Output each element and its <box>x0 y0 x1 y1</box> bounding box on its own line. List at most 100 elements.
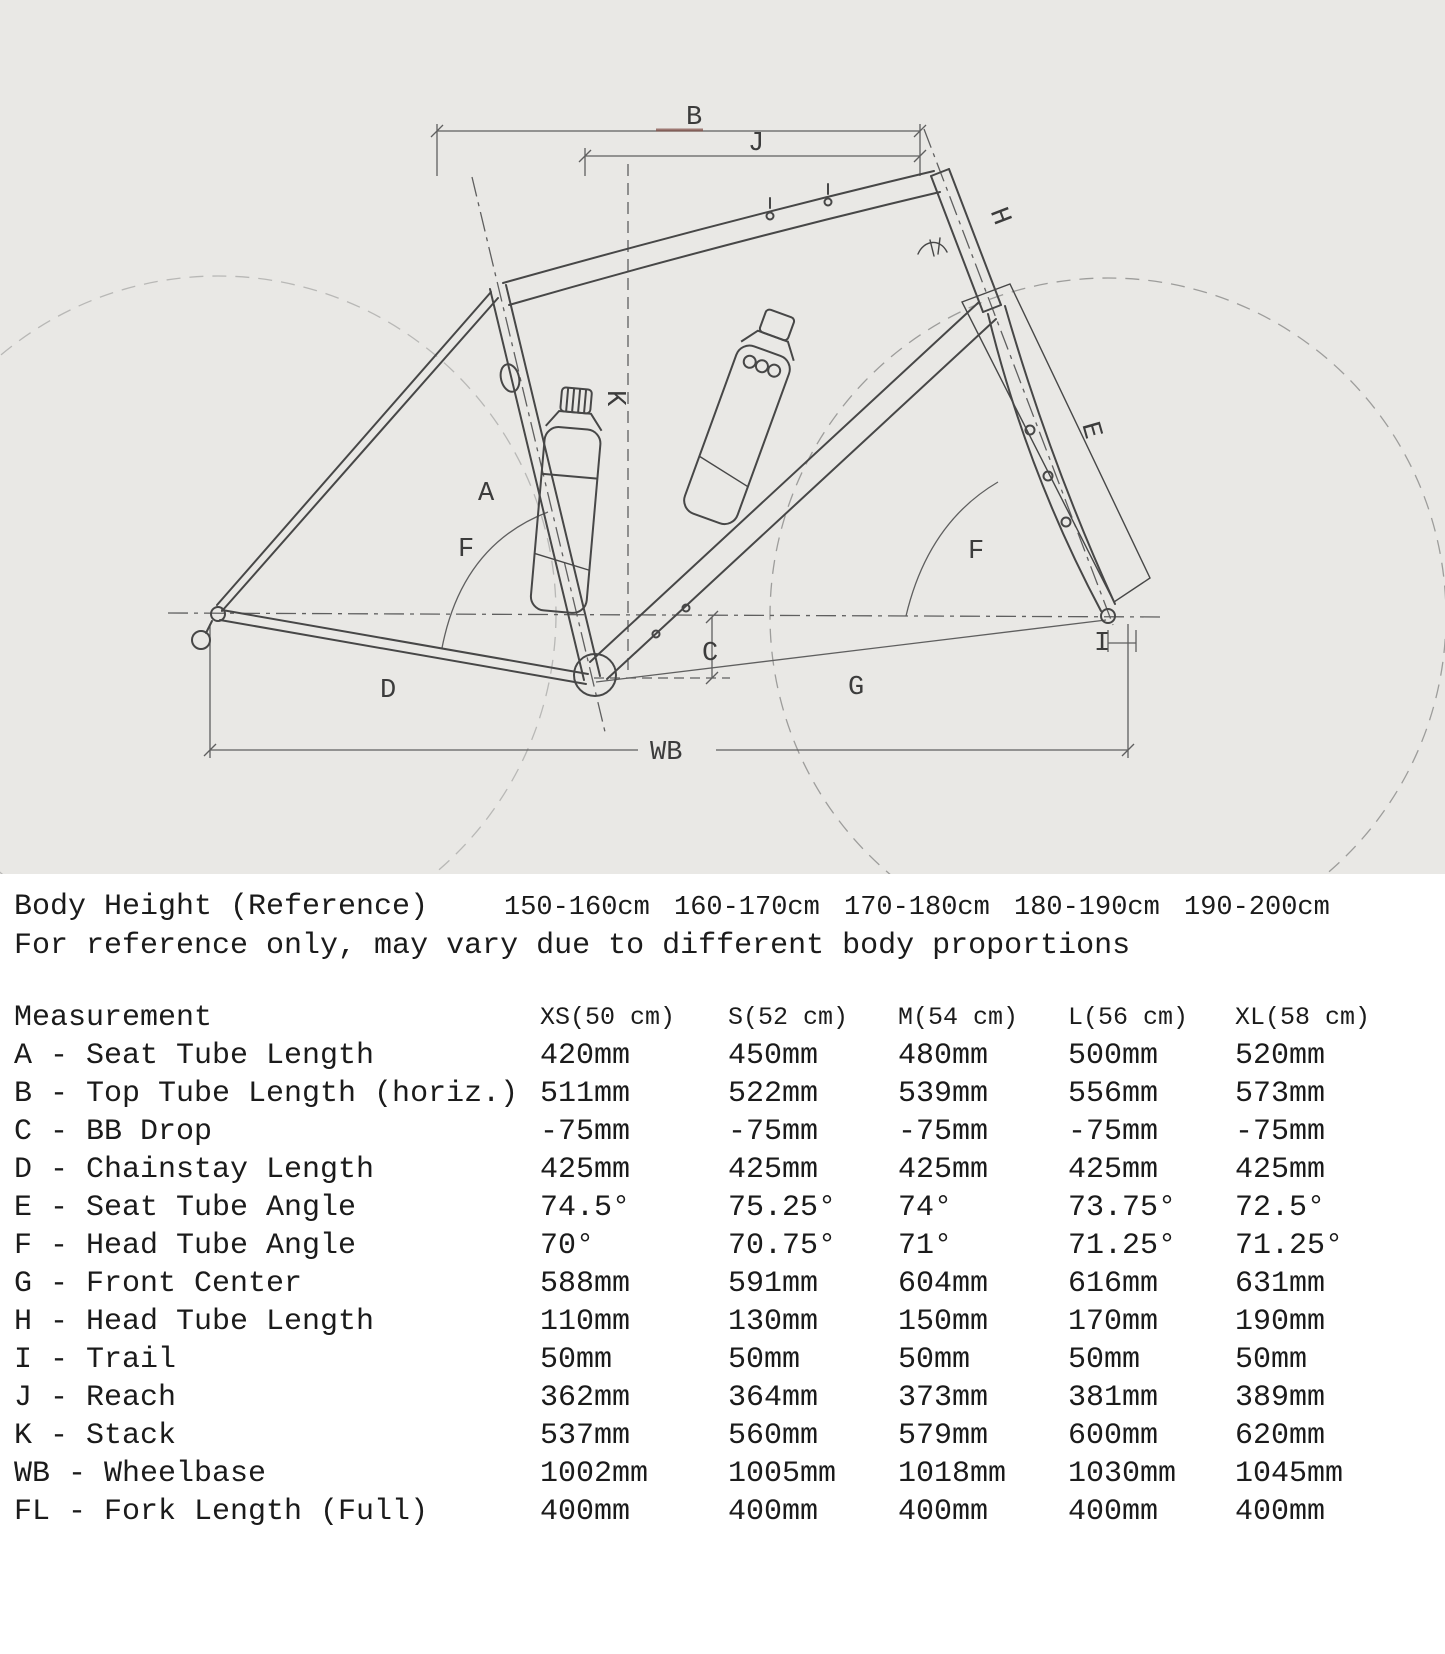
measurement-value: 425mm <box>898 1153 989 1187</box>
measurement-value: 373mm <box>898 1381 989 1415</box>
measurement-value: 74° <box>898 1191 953 1225</box>
measurement-label: A - Seat Tube Length <box>14 1039 375 1073</box>
measurement-value: 1030mm <box>1068 1457 1177 1491</box>
measurement-value: -75mm <box>1235 1115 1326 1149</box>
frame-geometry-drawing: B J H K A E F F C G D WB I <box>0 0 1445 874</box>
measurement-value: 588mm <box>540 1267 631 1301</box>
measurement-value: 50mm <box>898 1343 971 1377</box>
measurement-value: 72.5° <box>1235 1191 1326 1225</box>
body-height-range: 150-160cm <box>504 893 650 923</box>
measurement-value: -75mm <box>898 1115 989 1149</box>
measurement-value: 130mm <box>728 1305 819 1339</box>
measurement-value: 425mm <box>540 1153 631 1187</box>
dim-label-e: E <box>1073 419 1106 443</box>
body-height-range: 170-180cm <box>844 893 990 923</box>
measurement-value: 70° <box>540 1229 595 1263</box>
measurement-value: 71.25° <box>1235 1229 1344 1263</box>
measurement-value: 539mm <box>898 1077 989 1111</box>
col-header-xs: XS(50 cm) <box>540 1003 676 1032</box>
measurement-value: 600mm <box>1068 1419 1159 1453</box>
measurement-value: 425mm <box>1068 1153 1159 1187</box>
bottle-down-tube <box>683 308 796 526</box>
col-header-m: M(54 cm) <box>898 1003 1019 1032</box>
measurement-label: B - Top Tube Length (horiz.) <box>14 1077 519 1111</box>
measurement-label: G - Front Center <box>14 1267 303 1301</box>
dimension-labels: B J H K A E F F C G D WB I <box>380 103 1110 768</box>
dim-label-j: J <box>748 129 764 159</box>
measurement-value: 1018mm <box>898 1457 1007 1491</box>
measurement-label: H - Head Tube Length <box>14 1305 375 1339</box>
measurement-value: 1002mm <box>540 1457 649 1491</box>
measurement-value: 364mm <box>728 1381 819 1415</box>
measurement-value: 480mm <box>898 1039 989 1073</box>
frame-outline <box>191 168 1151 697</box>
measurement-value: 579mm <box>898 1419 989 1453</box>
measurement-label: C - BB Drop <box>14 1115 213 1149</box>
dim-label-d: D <box>380 676 396 706</box>
dim-label-b: B <box>686 103 702 133</box>
measurement-value: 389mm <box>1235 1381 1326 1415</box>
measurement-value: 631mm <box>1235 1267 1326 1301</box>
measurement-value: 400mm <box>898 1495 989 1529</box>
measurement-value: 362mm <box>540 1381 631 1415</box>
measurement-value: 400mm <box>728 1495 819 1529</box>
measurement-value: 616mm <box>1068 1267 1159 1301</box>
measurement-value: 450mm <box>728 1039 819 1073</box>
measurement-value: 71.25° <box>1068 1229 1177 1263</box>
geometry-table: Measurement XS(50 cm) S(52 cm) M(54 cm) … <box>14 999 1445 1531</box>
dimension-lines <box>0 124 1445 874</box>
measurement-value: 400mm <box>1235 1495 1326 1529</box>
dim-label-g: G <box>848 673 864 703</box>
measurement-value: 425mm <box>728 1153 819 1187</box>
measurement-value: 591mm <box>728 1267 819 1301</box>
measurement-value: 520mm <box>1235 1039 1326 1073</box>
measurement-value: 1005mm <box>728 1457 837 1491</box>
dim-label-f-right: F <box>968 537 984 567</box>
measurement-value: -75mm <box>540 1115 631 1149</box>
col-header-l: L(56 cm) <box>1068 1003 1189 1032</box>
col-header-xl: XL(58 cm) <box>1235 1003 1371 1032</box>
dim-label-i: I <box>1094 629 1110 659</box>
body-height-range: 190-200cm <box>1184 893 1330 923</box>
measurement-value: 71° <box>898 1229 953 1263</box>
measurement-value: 425mm <box>1235 1153 1326 1187</box>
measurement-value: 73.75° <box>1068 1191 1177 1225</box>
measurement-value: 75.25° <box>728 1191 837 1225</box>
body-height-range: 180-190cm <box>1014 893 1160 923</box>
measurement-label: K - Stack <box>14 1419 177 1453</box>
measurement-value: 1045mm <box>1235 1457 1344 1491</box>
measurement-value: 573mm <box>1235 1077 1326 1111</box>
measurement-value: 190mm <box>1235 1305 1326 1339</box>
measurement-label: J - Reach <box>14 1381 177 1415</box>
measurement-label: FL - Fork Length (Full) <box>14 1495 429 1529</box>
measurement-value: 50mm <box>728 1343 801 1377</box>
measurement-label: I - Trail <box>14 1343 177 1377</box>
body-height-range: 160-170cm <box>674 893 820 923</box>
measurement-value: -75mm <box>1068 1115 1159 1149</box>
measurement-value: -75mm <box>728 1115 819 1149</box>
measurement-label: WB - Wheelbase <box>14 1457 267 1491</box>
measurement-value: 50mm <box>540 1343 613 1377</box>
body-height-label: Body Height (Reference) <box>14 890 429 924</box>
body-height-note: For reference only, may vary due to diff… <box>14 929 1131 963</box>
measurement-value: 74.5° <box>540 1191 631 1225</box>
body-height-row: Body Height (Reference) 150-160cm 160-17… <box>14 888 1445 927</box>
measurement-label: D - Chainstay Length <box>14 1153 375 1187</box>
measurement-value: 70.75° <box>728 1229 837 1263</box>
dim-label-wb: WB <box>650 738 682 768</box>
measurement-value: 511mm <box>540 1077 631 1111</box>
bottle-seat-tube <box>529 386 603 614</box>
measurement-value: 556mm <box>1068 1077 1159 1111</box>
measurement-value: 604mm <box>898 1267 989 1301</box>
measurement-value: 50mm <box>1235 1343 1308 1377</box>
dim-label-f-left: F <box>458 535 474 565</box>
measurement-value: 420mm <box>540 1039 631 1073</box>
dim-label-h: H <box>982 204 1016 230</box>
measurement-value: 110mm <box>540 1305 631 1339</box>
geometry-spec-section: Body Height (Reference) 150-160cm 160-17… <box>0 874 1445 1531</box>
dim-label-a: A <box>478 479 495 509</box>
measurement-value: 522mm <box>728 1077 819 1111</box>
measurement-value: 400mm <box>1068 1495 1159 1529</box>
measurement-value: 381mm <box>1068 1381 1159 1415</box>
measurement-label: E - Seat Tube Angle <box>14 1191 357 1225</box>
